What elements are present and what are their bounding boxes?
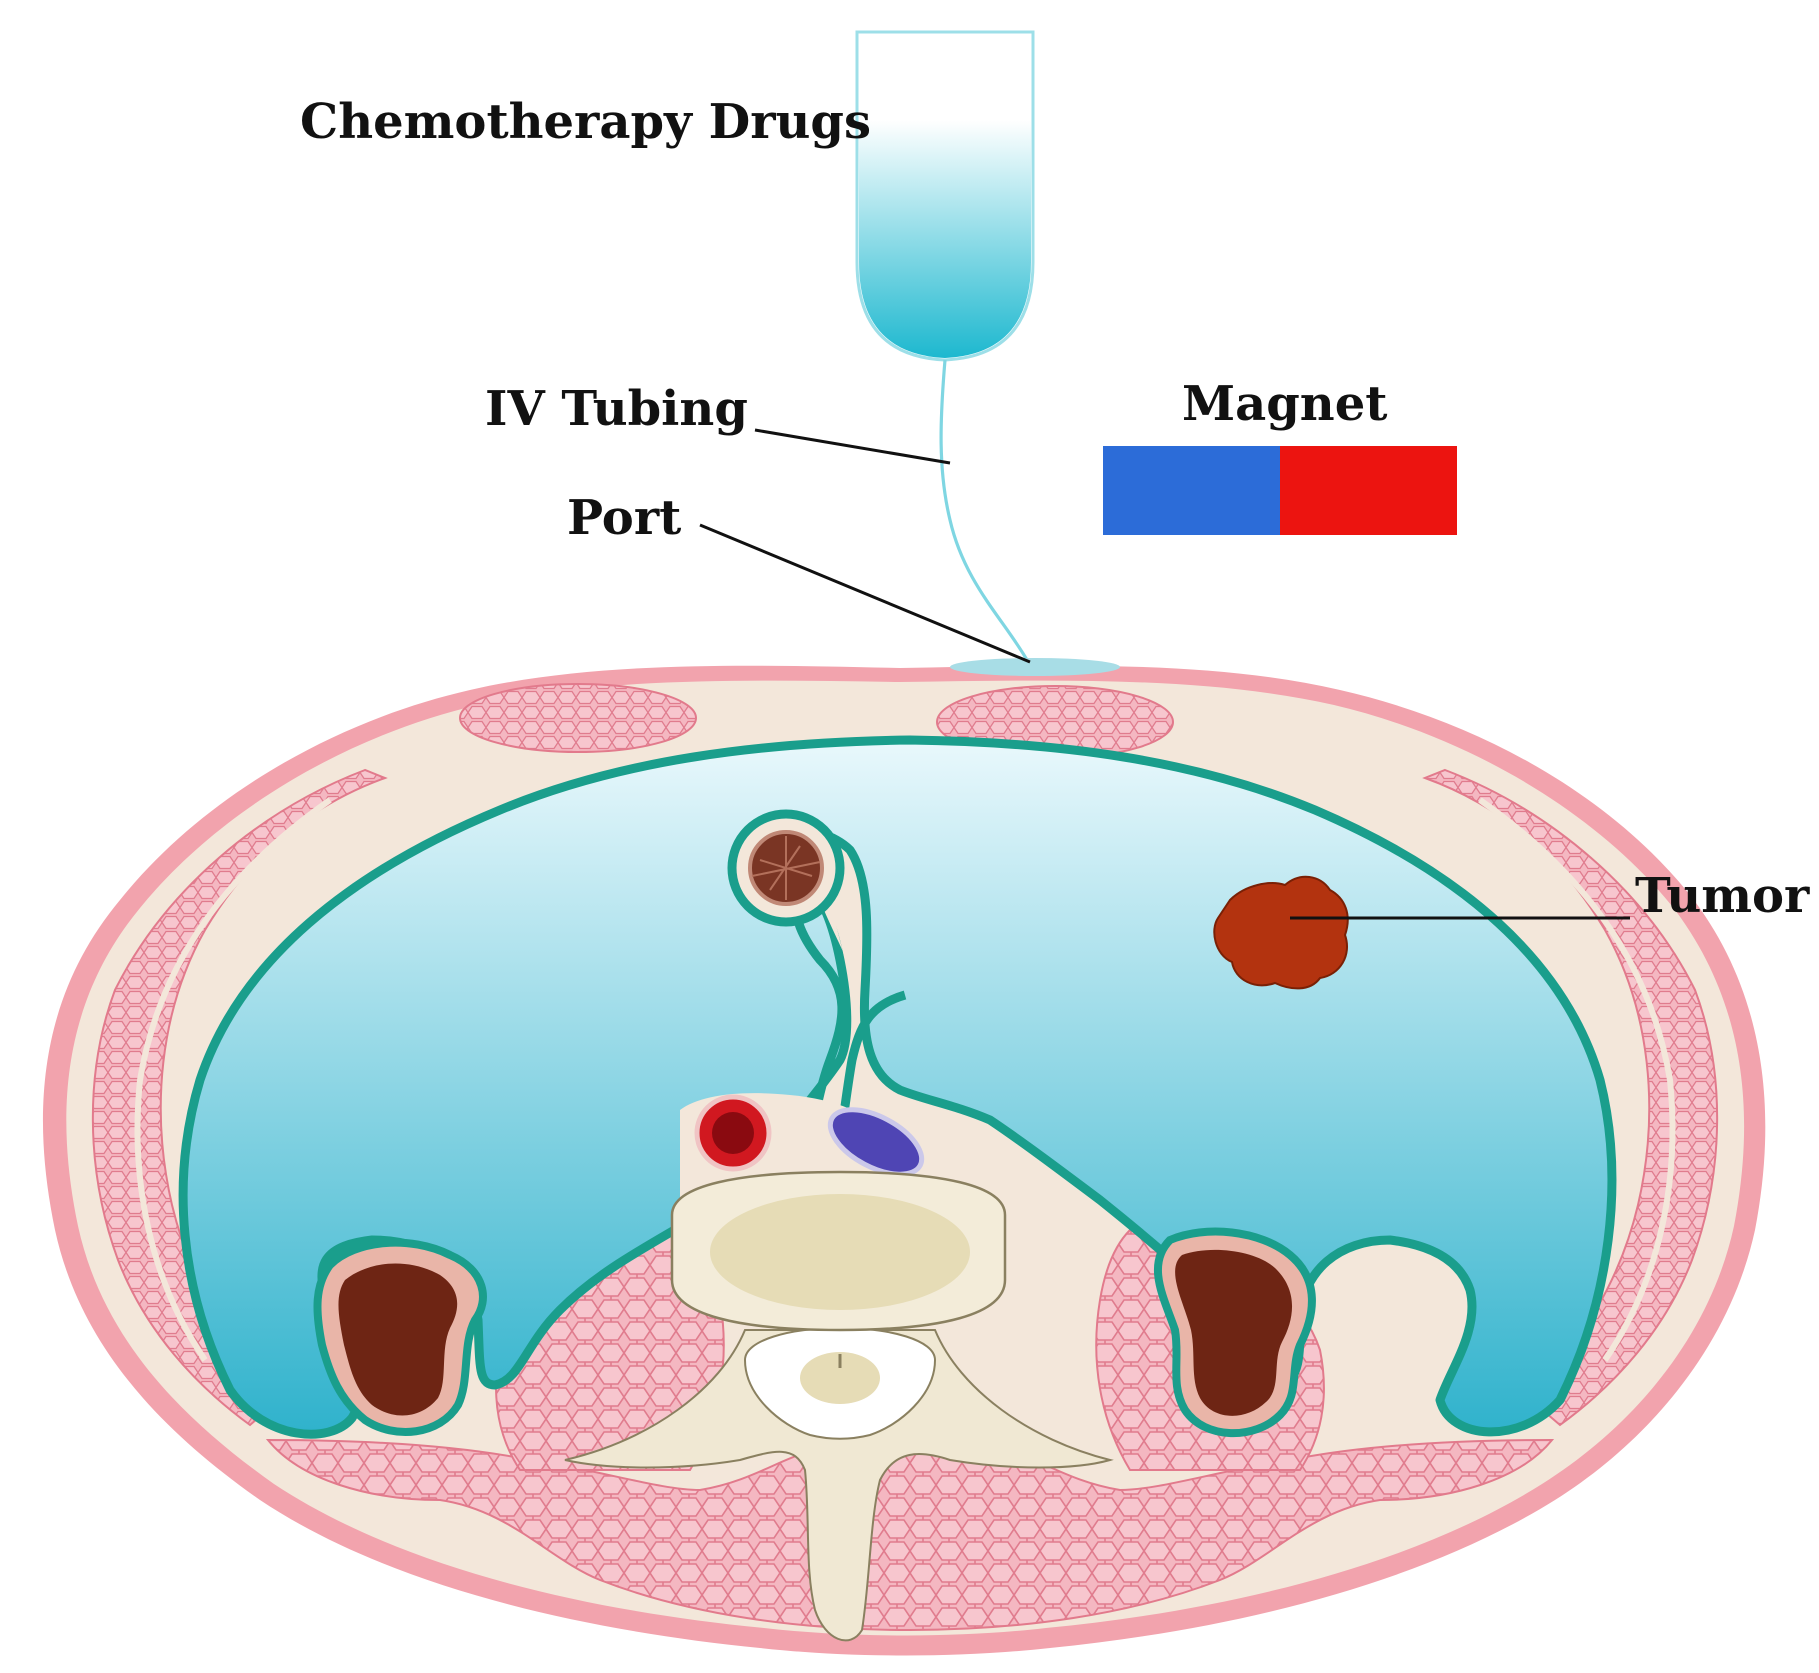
vertebra <box>564 1170 1114 1642</box>
magnet-label: Magnet <box>1182 376 1387 432</box>
kidney-right <box>1153 1227 1316 1438</box>
magnet-south-pole <box>1280 446 1457 535</box>
tumor-label: Tumor <box>1635 868 1810 924</box>
back-muscles <box>265 1438 1555 1632</box>
magnet <box>1103 446 1457 535</box>
kidney-left <box>313 1238 487 1436</box>
drug-fluid <box>859 120 1031 358</box>
port <box>950 658 1120 676</box>
drug-label: Chemotherapy Drugs <box>300 94 871 150</box>
vena-cava <box>827 1107 925 1177</box>
leader-lines <box>699 428 1630 920</box>
vertebra-processes <box>564 1329 1114 1642</box>
rectus-muscle-left <box>459 683 697 753</box>
tubing-label: IV Tubing <box>485 381 748 437</box>
drug-bag <box>855 30 1035 362</box>
tumor <box>1213 875 1349 990</box>
magnet-north-pole <box>1103 446 1280 535</box>
tubing-leader <box>754 428 951 465</box>
port-label: Port <box>567 490 681 546</box>
spinal-cord <box>800 1352 880 1404</box>
abdomen-cross-section <box>42 658 1766 1656</box>
port-leader <box>699 523 1031 664</box>
